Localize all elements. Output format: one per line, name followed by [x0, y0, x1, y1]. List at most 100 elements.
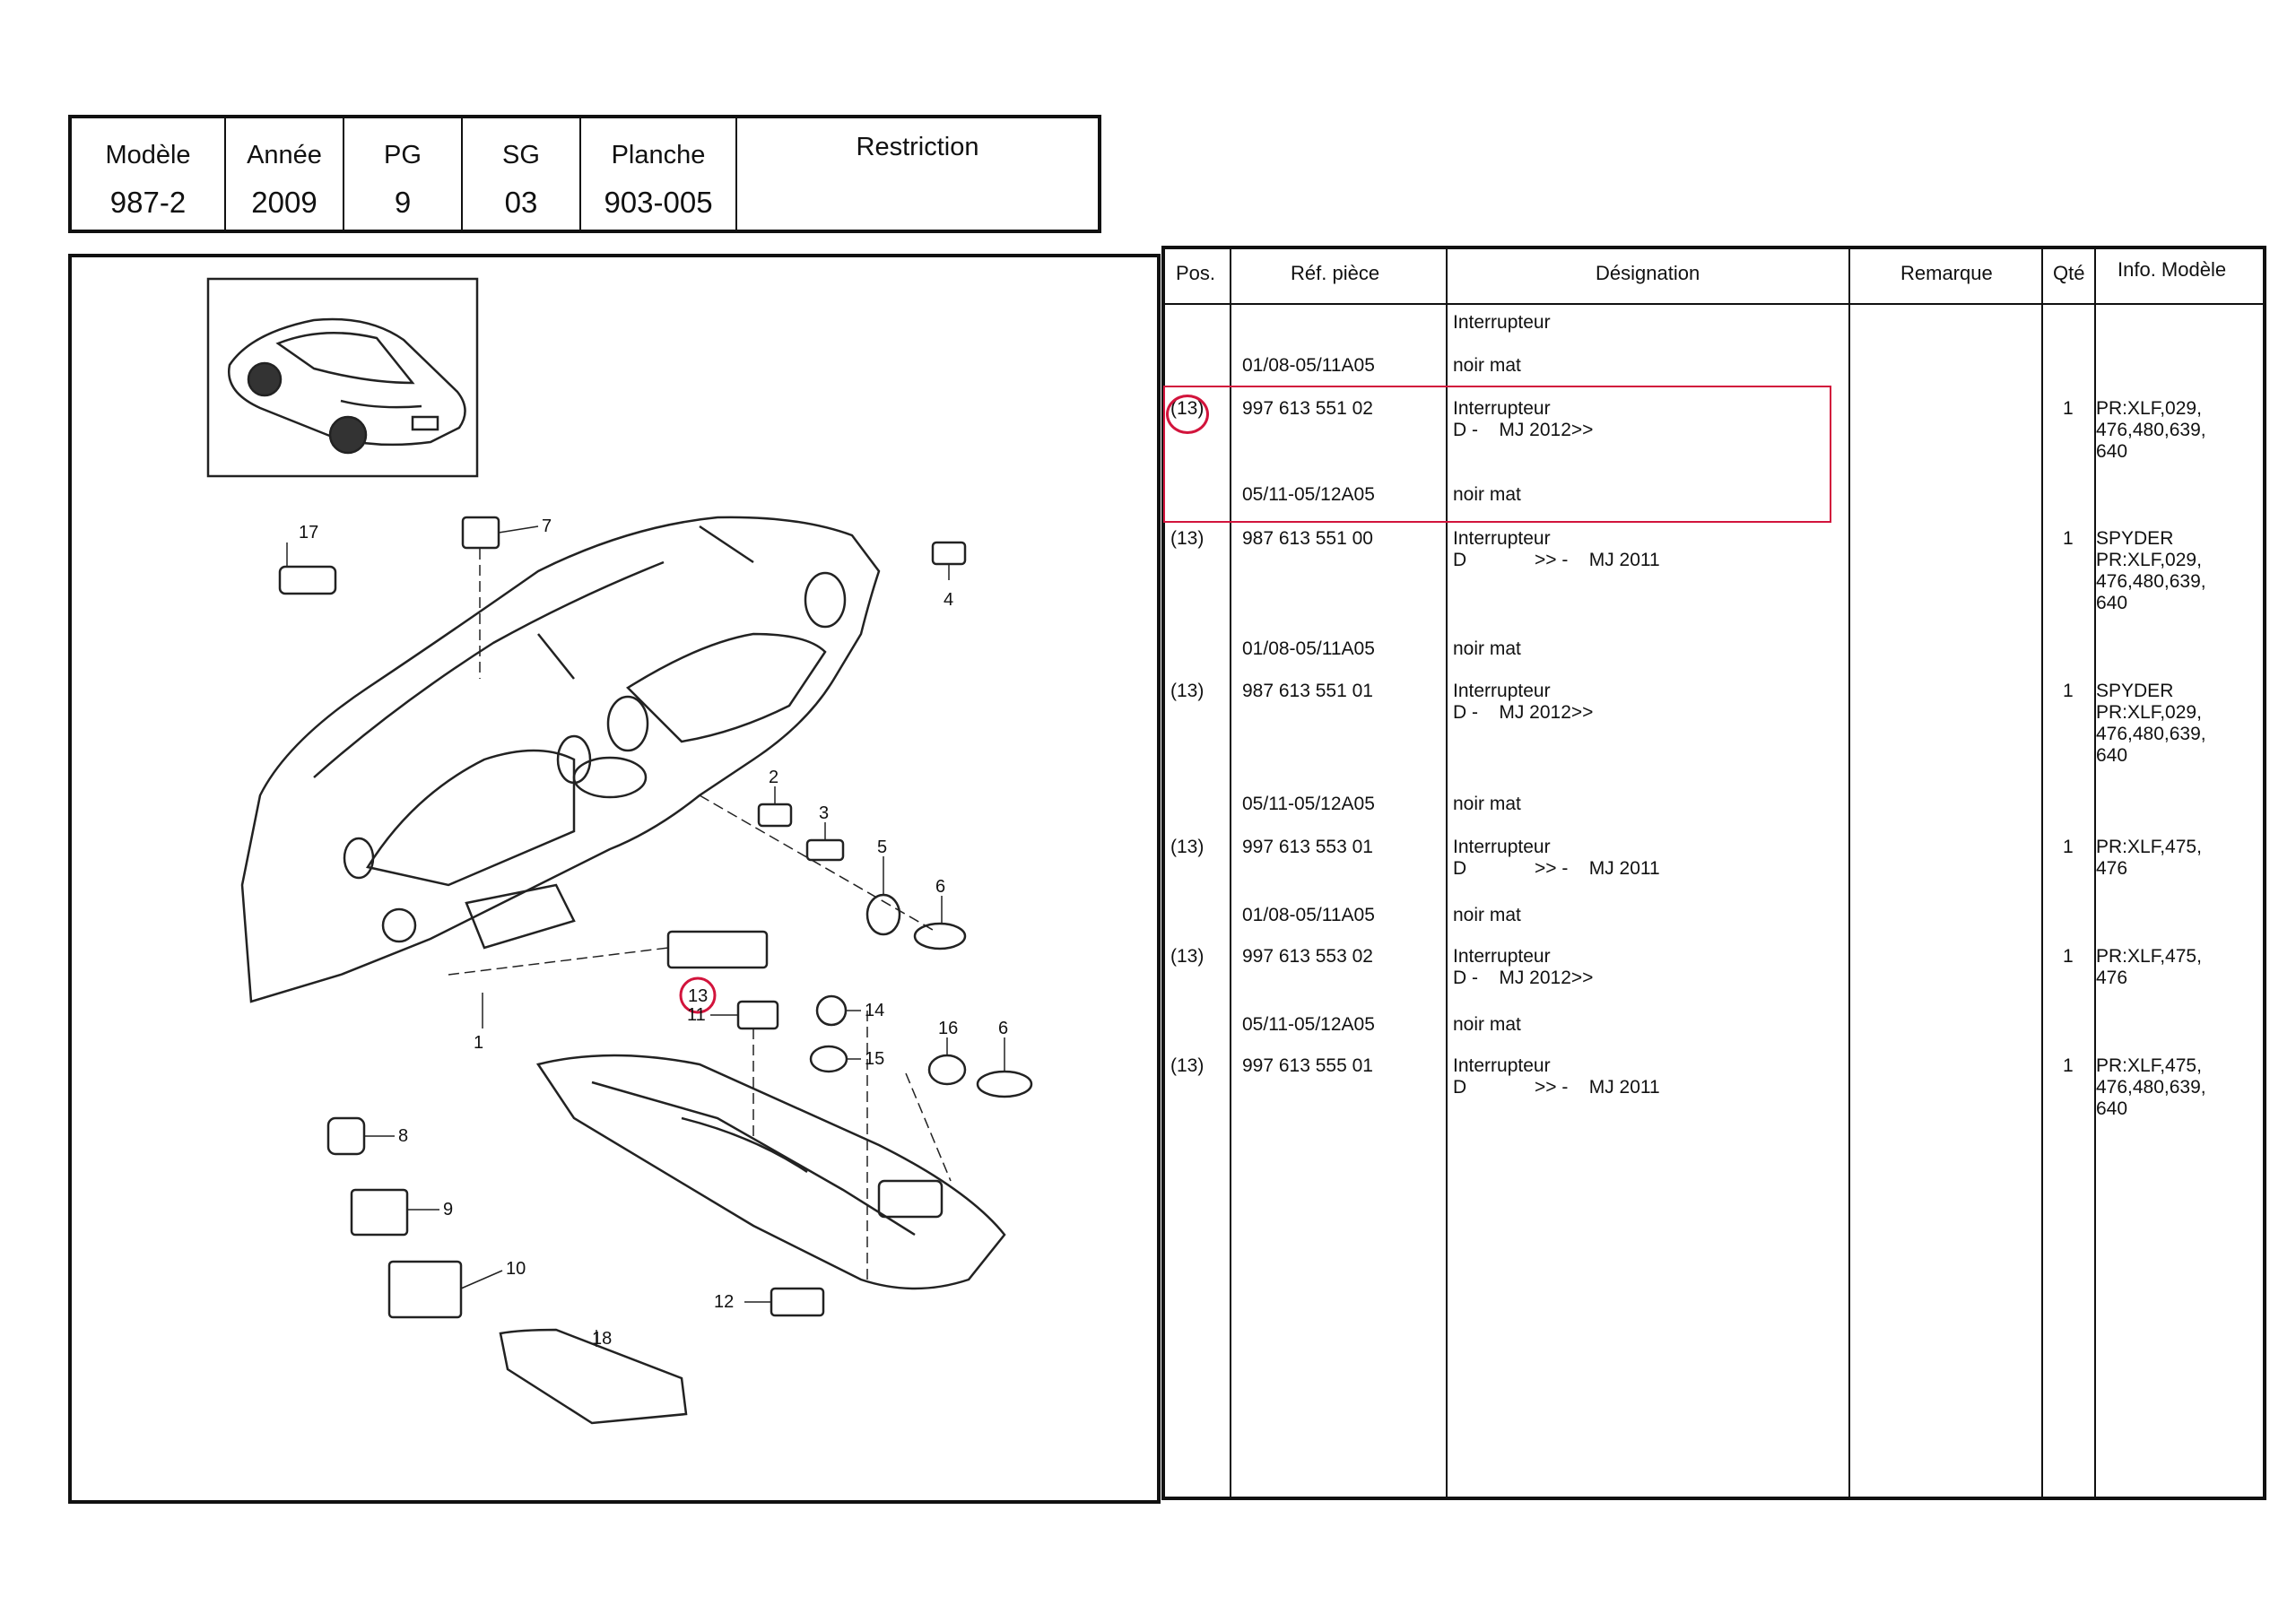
row-des: noir mat [1453, 905, 1521, 925]
col-header-remarque: Remarque [1900, 262, 1993, 284]
row-info: PR:XLF,475, 476 [2096, 837, 2202, 879]
row-qty: 1 [2063, 528, 2074, 549]
part-11 [736, 1000, 779, 1030]
col-header-qte: Qté [2053, 262, 2085, 284]
callout-6b: 6 [998, 1019, 1008, 1038]
row-info: PR:XLF,475, 476,480,639, 640 [2096, 1055, 2206, 1119]
callout-10: 10 [506, 1259, 526, 1279]
col-header-ref: Réf. pièce [1291, 262, 1380, 284]
row-ref: 987 613 551 01 [1242, 681, 1373, 701]
callout-2: 2 [769, 768, 778, 787]
header-table: Modèle Année PG SG Planche Restriction 9… [68, 115, 1101, 233]
callout-12: 12 [714, 1292, 734, 1312]
row-des: Interrupteur D >> - MJ 2011 [1453, 528, 1660, 570]
part-7 [461, 516, 500, 550]
row-des: Interrupteur D - MJ 2012>> [1453, 681, 1594, 723]
callout-5: 5 [877, 838, 887, 857]
leader-lines [286, 525, 1005, 1347]
col-header-pos: Pos. [1176, 262, 1216, 284]
row-des: noir mat [1453, 484, 1521, 505]
row-ref: 997 613 551 02 [1242, 398, 1373, 419]
row-des: noir mat [1453, 794, 1521, 814]
parts-diagram: 1 2 3 4 5 6 6 7 8 9 10 11 12 13 14 15 16… [68, 254, 1161, 1504]
dashboard-outline [240, 516, 881, 1003]
callout-13: 13 [688, 986, 708, 1006]
row-des: noir mat [1453, 1014, 1521, 1035]
row-ref: 997 613 555 01 [1242, 1055, 1373, 1076]
row-qty: 1 [2063, 398, 2074, 419]
part-14 [815, 994, 848, 1027]
row-pos: (13) [1170, 946, 1205, 967]
callout-4: 4 [944, 590, 953, 610]
row-info: SPYDER PR:XLF,029, 476,480,639, 640 [2096, 681, 2206, 766]
col-header-info: Info. Modèle [2118, 258, 2227, 281]
row-qty: 1 [2063, 837, 2074, 857]
part-6b [976, 1070, 1033, 1098]
dashed-lines [448, 549, 952, 1280]
callout-1: 1 [474, 1033, 483, 1053]
callout-7: 7 [542, 516, 552, 536]
part-12 [770, 1287, 825, 1317]
row-ref: 05/11-05/12A05 [1242, 794, 1375, 814]
row-des: Interrupteur [1453, 312, 1551, 333]
row-pos: (13) [1170, 681, 1205, 701]
row-des: noir mat [1453, 355, 1521, 376]
row-ref: 01/08-05/11A05 [1242, 355, 1375, 376]
row-info: PR:XLF,029, 476,480,639, 640 [2096, 398, 2206, 462]
column-divider [1848, 249, 1850, 1497]
row-qty: 1 [2063, 681, 2074, 701]
row-ref: 05/11-05/12A05 [1242, 1014, 1375, 1035]
part-17 [278, 565, 337, 595]
callout-18: 18 [592, 1329, 612, 1349]
part-15 [809, 1045, 848, 1073]
header-divider [1165, 303, 2263, 305]
row-ref: 997 613 553 01 [1242, 837, 1373, 857]
part-16 [927, 1054, 967, 1086]
row-ref: 987 613 551 00 [1242, 528, 1373, 549]
header-value-modele: 987-2 [109, 186, 187, 219]
callout-11: 11 [687, 1005, 706, 1025]
col-header-designation: Désignation [1596, 262, 1700, 284]
column-divider [1446, 249, 1448, 1497]
highlight-box [1163, 386, 1831, 523]
part-13 [666, 930, 769, 969]
callout-6a: 6 [935, 877, 945, 897]
callout-16: 16 [938, 1019, 958, 1038]
header-label-pg: PG [343, 117, 462, 176]
row-ref: 01/08-05/11A05 [1242, 638, 1375, 659]
callout-8: 8 [398, 1126, 408, 1146]
part-6a [913, 922, 967, 950]
header-value-sg: 03 [461, 176, 580, 231]
row-qty: 1 [2063, 1055, 2074, 1076]
part-4 [931, 541, 967, 566]
part-2 [757, 803, 793, 828]
column-divider [2094, 249, 2096, 1497]
row-ref: 05/11-05/12A05 [1242, 484, 1375, 505]
row-info: PR:XLF,475, 476 [2096, 946, 2202, 988]
diagram-drawing: 1 2 3 4 5 6 6 7 8 9 10 11 12 13 14 15 16… [206, 277, 1033, 1425]
header-value-planche: 903-005 [579, 176, 736, 231]
header-label-sg: SG [461, 117, 580, 176]
row-des: Interrupteur D >> - MJ 2011 [1453, 1055, 1660, 1098]
row-ref: 01/08-05/11A05 [1242, 905, 1375, 925]
header-label-planche: Planche [579, 117, 736, 176]
pos-13-circle [1166, 395, 1209, 434]
row-pos: (13) [1170, 528, 1205, 549]
header-value-pg: 9 [343, 176, 462, 231]
header-value-annee: 2009 [224, 176, 344, 231]
row-des: noir mat [1453, 638, 1521, 659]
center-console [535, 1054, 1006, 1290]
callout-13-highlight [679, 976, 717, 1014]
callout-14: 14 [865, 1001, 884, 1020]
header-label-modele: Modèle [105, 141, 191, 169]
row-pos: (13) [1170, 837, 1205, 857]
parts-table: Pos. Réf. pièce Désignation Remarque Qté… [1161, 246, 2266, 1500]
part-8 [326, 1116, 366, 1156]
row-des: Interrupteur D - MJ 2012>> [1453, 946, 1594, 988]
row-info: SPYDER PR:XLF,029, 476,480,639, 640 [2096, 528, 2206, 613]
callout-3: 3 [819, 803, 829, 823]
part-9 [350, 1188, 409, 1237]
row-des: Interrupteur D >> - MJ 2011 [1453, 837, 1660, 879]
column-divider [1230, 249, 1231, 1497]
car-thumbnail [206, 277, 479, 478]
